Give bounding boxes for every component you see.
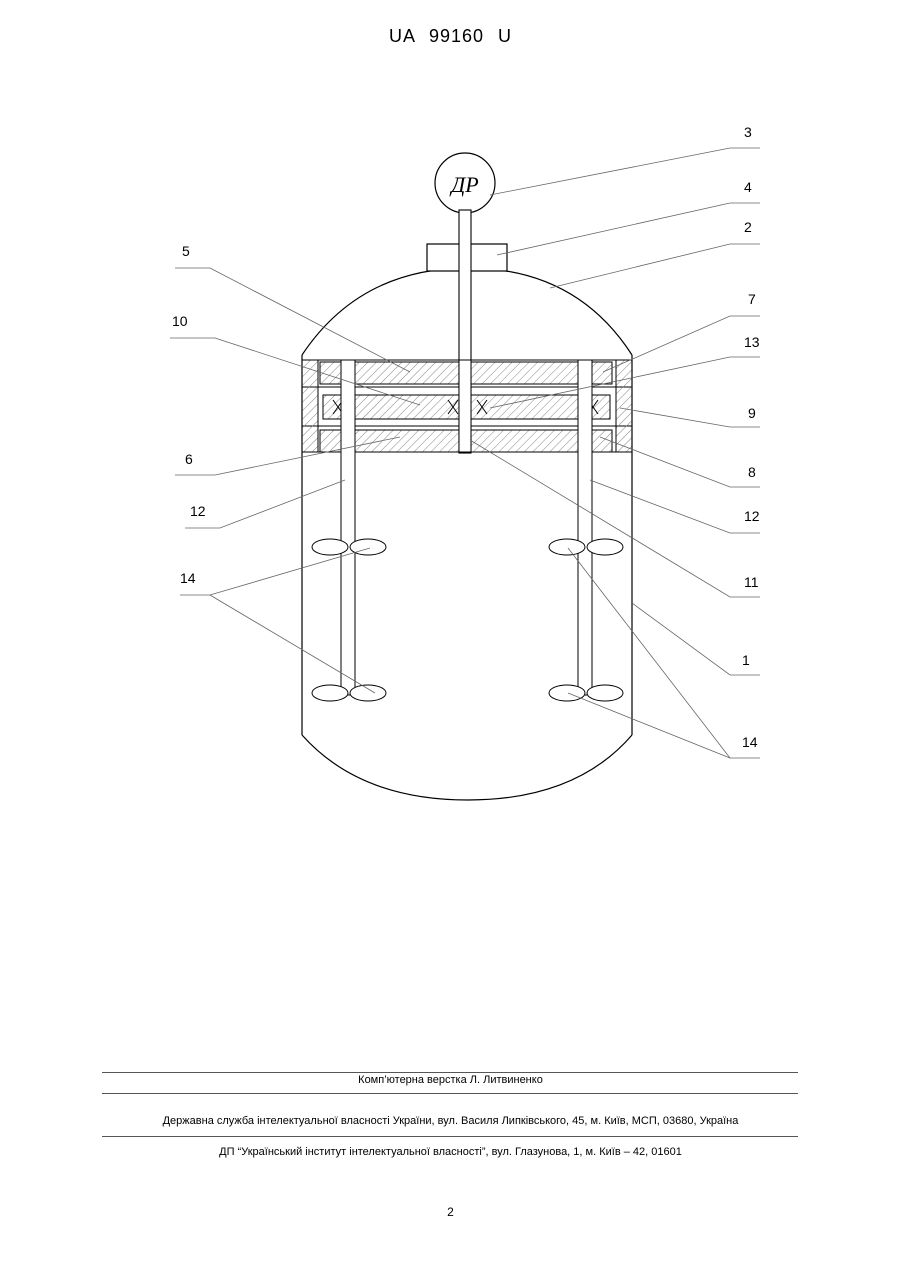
callout-13: 13	[744, 334, 760, 350]
callout-8: 8	[748, 464, 756, 480]
callout-10: 10	[172, 313, 188, 329]
callout-1: 1	[742, 652, 750, 668]
footer-divider-top	[102, 1072, 798, 1073]
callout-11: 11	[744, 574, 759, 590]
reactor-drawing: ДР	[0, 0, 901, 1000]
side-wall-right	[616, 360, 632, 452]
impeller-blades	[312, 539, 623, 701]
callout-9: 9	[748, 405, 756, 421]
callout-7: 7	[748, 291, 756, 307]
callout-14-left: 14	[180, 570, 196, 586]
page-number: 2	[0, 1205, 901, 1219]
gauge-label: ДР	[449, 172, 478, 197]
side-wall-left	[302, 360, 318, 452]
callout-4: 4	[744, 179, 752, 195]
institute-address: ДП “Український інститут інтелектуальної…	[0, 1146, 901, 1158]
callout-5: 5	[182, 243, 190, 259]
callout-12-right: 12	[744, 508, 760, 524]
footer-divider-middle	[102, 1093, 798, 1094]
callout-2: 2	[744, 219, 752, 235]
callout-6: 6	[185, 451, 193, 467]
callout-3: 3	[744, 124, 752, 140]
callout-14-right: 14	[742, 734, 758, 750]
footer-divider-bottom	[102, 1136, 798, 1137]
callout-12-left: 12	[190, 503, 206, 519]
layout-credit: Комп’ютерна верстка Л. Литвиненко	[0, 1074, 901, 1086]
pressure-gauge: ДР	[435, 153, 495, 213]
agency-address: Державна служба інтелектуальної власност…	[0, 1115, 901, 1127]
